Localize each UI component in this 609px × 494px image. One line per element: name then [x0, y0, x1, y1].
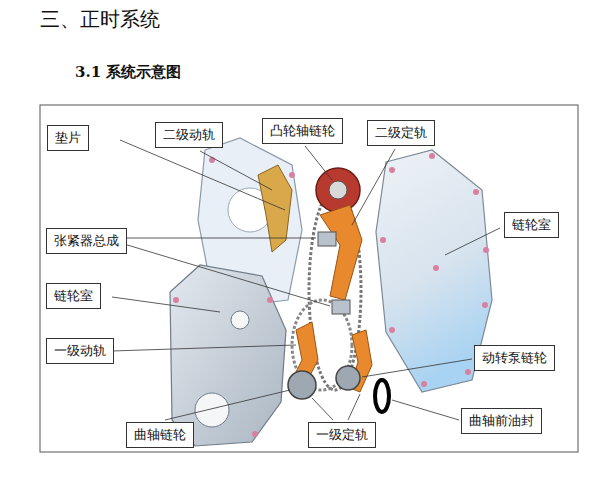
case-hole — [195, 393, 229, 427]
cam-sprocket — [316, 168, 360, 212]
part-label: 曲轴链轮 — [134, 427, 186, 442]
part-label-box: 动转泵链轮 — [474, 345, 555, 371]
secondary-moving-rail — [258, 165, 292, 252]
cam-hub — [329, 181, 347, 199]
case-hole — [231, 311, 249, 329]
part-label-box: 二级定轨 — [367, 120, 435, 146]
part-label-box: 凸轮轴链轮 — [262, 118, 343, 144]
part-label: 一级动轨 — [54, 343, 106, 358]
leader-lines — [112, 140, 500, 420]
chain-case-left — [170, 265, 286, 446]
tensioner — [332, 300, 350, 314]
page-title: 三、正时系统 — [40, 6, 160, 33]
part-label-box: 垫片 — [47, 125, 89, 151]
part-label: 张紧器总成 — [54, 233, 119, 248]
pump-sprocket — [336, 366, 360, 390]
part-label-box: 链轮室 — [46, 283, 101, 309]
part-label-box: 曲轴链轮 — [126, 422, 194, 448]
tensioner — [318, 232, 336, 246]
section-heading: 3.1 系统示意图 — [75, 63, 181, 82]
oil-seal — [375, 380, 389, 412]
part-label-box: 二级动轨 — [155, 122, 223, 148]
bolts — [173, 153, 489, 437]
part-label-box: 链轮室 — [504, 212, 559, 238]
part-label-box: 一级动轨 — [46, 338, 114, 364]
part-label: 垫片 — [55, 130, 81, 145]
part-label: 曲轴前油封 — [469, 413, 534, 428]
part-label: 链轮室 — [54, 288, 93, 303]
part-label: 凸轮轴链轮 — [270, 123, 335, 138]
part-label: 一级定轨 — [316, 427, 368, 442]
crank-sprocket — [288, 371, 316, 399]
part-label-box: 曲轴前油封 — [461, 408, 542, 434]
frame — [40, 105, 578, 452]
part-label: 二级定轨 — [375, 125, 427, 140]
part-label: 链轮室 — [512, 217, 551, 232]
part-label: 二级动轨 — [163, 127, 215, 142]
part-label-box: 一级定轨 — [308, 422, 376, 448]
part-label-box: 张紧器总成 — [46, 228, 127, 254]
part-label: 动转泵链轮 — [482, 350, 547, 365]
